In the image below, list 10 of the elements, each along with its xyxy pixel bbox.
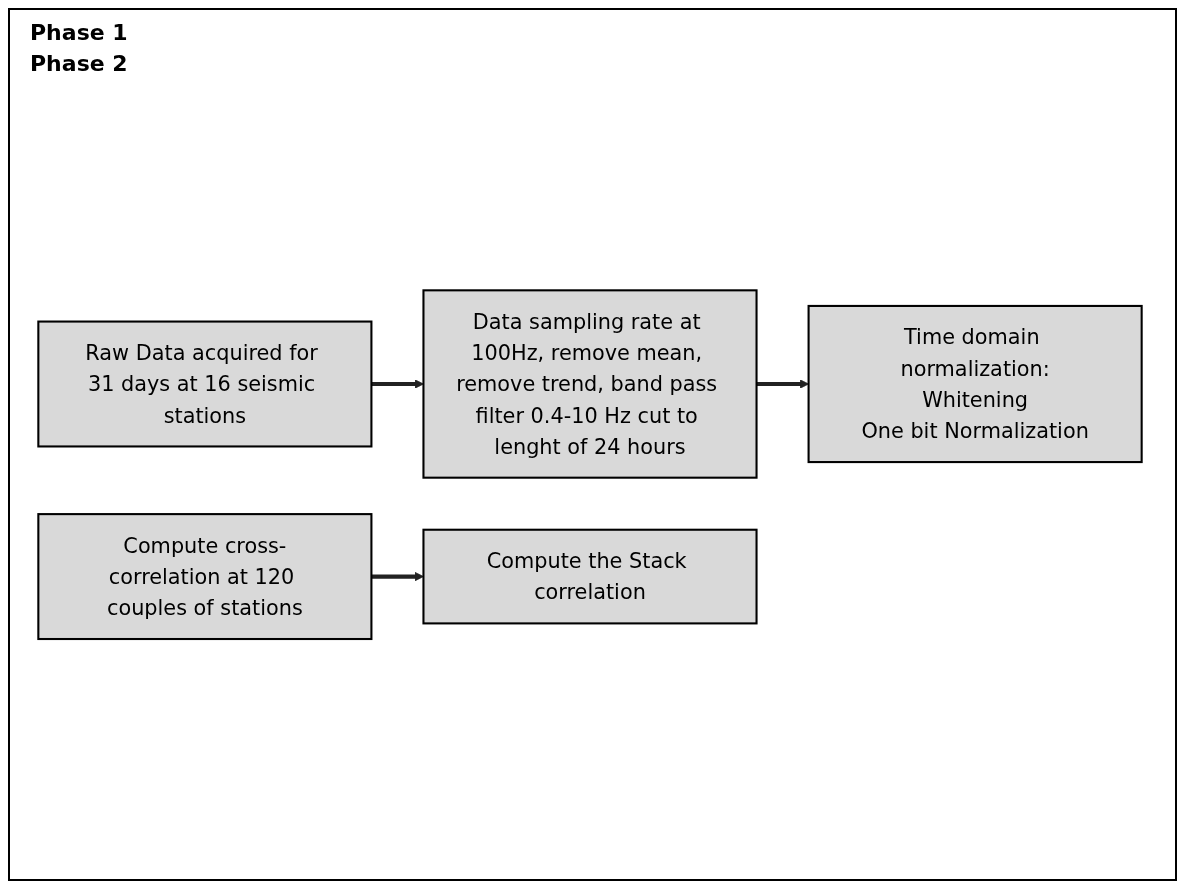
arrow [756,379,809,389]
phase-heading: Phase 1 [30,20,128,45]
arrow [371,379,424,389]
node-box: Data sampling rate at 100Hz, remove mean, remove trend, band pass filter 0.4-10 Hz cut to lenght of 24 hours [422,289,758,480]
arrow [371,572,424,582]
phase-heading: Phase 2 [30,51,128,76]
node-box: Raw Data acquired for 31 days at 16 seismic stations [37,320,373,448]
node-box: Time domain normalization: Whitening One bit Normalization [807,305,1143,464]
node-box: Compute cross-correlation at 120 couples of stations [37,513,373,641]
node-box: Compute the Stack correlation [422,529,758,625]
